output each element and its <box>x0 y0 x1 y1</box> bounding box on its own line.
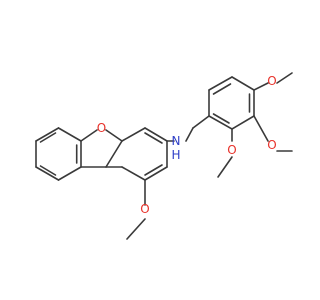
bond <box>253 82 269 91</box>
amine-nitrogen-label: N <box>172 134 181 148</box>
methoxy-oxygen-top-right-label: O <box>267 74 276 88</box>
bond <box>105 140 123 168</box>
molecule-diagram: O N H O O O O <box>35 72 293 240</box>
bond <box>231 115 255 130</box>
bond <box>144 166 168 181</box>
bond <box>105 129 123 142</box>
bond-layer <box>35 72 293 240</box>
bond <box>253 115 269 142</box>
bond <box>217 156 233 178</box>
methoxy-oxygen-right-label: O <box>267 138 276 152</box>
bond <box>208 115 233 130</box>
bond-double <box>212 83 232 95</box>
amine-hydrogen-label: H <box>171 148 180 162</box>
bond <box>276 72 293 84</box>
furan-oxygen-label: O <box>97 121 106 135</box>
bond <box>208 76 233 91</box>
bond <box>192 115 210 129</box>
bond <box>35 166 60 181</box>
bond <box>121 127 146 142</box>
bond <box>121 166 146 181</box>
bond-double <box>144 132 163 144</box>
structure-canvas: O N H O O O O <box>35 72 293 240</box>
bond <box>57 166 82 181</box>
bond-double <box>212 113 230 124</box>
bond-double <box>39 132 57 143</box>
methoxy-oxygen-bottom-label: O <box>227 143 236 157</box>
methoxy-oxygen-left-label: O <box>140 202 149 216</box>
bond <box>144 127 168 142</box>
bond <box>35 127 60 142</box>
bond <box>185 127 194 142</box>
bond-double <box>144 164 163 176</box>
bond <box>126 218 146 240</box>
bond <box>57 127 82 142</box>
bond <box>80 129 98 142</box>
atom-label-layer: O N H O O O O <box>97 74 277 216</box>
bond <box>231 76 255 91</box>
bond-double <box>39 165 57 176</box>
